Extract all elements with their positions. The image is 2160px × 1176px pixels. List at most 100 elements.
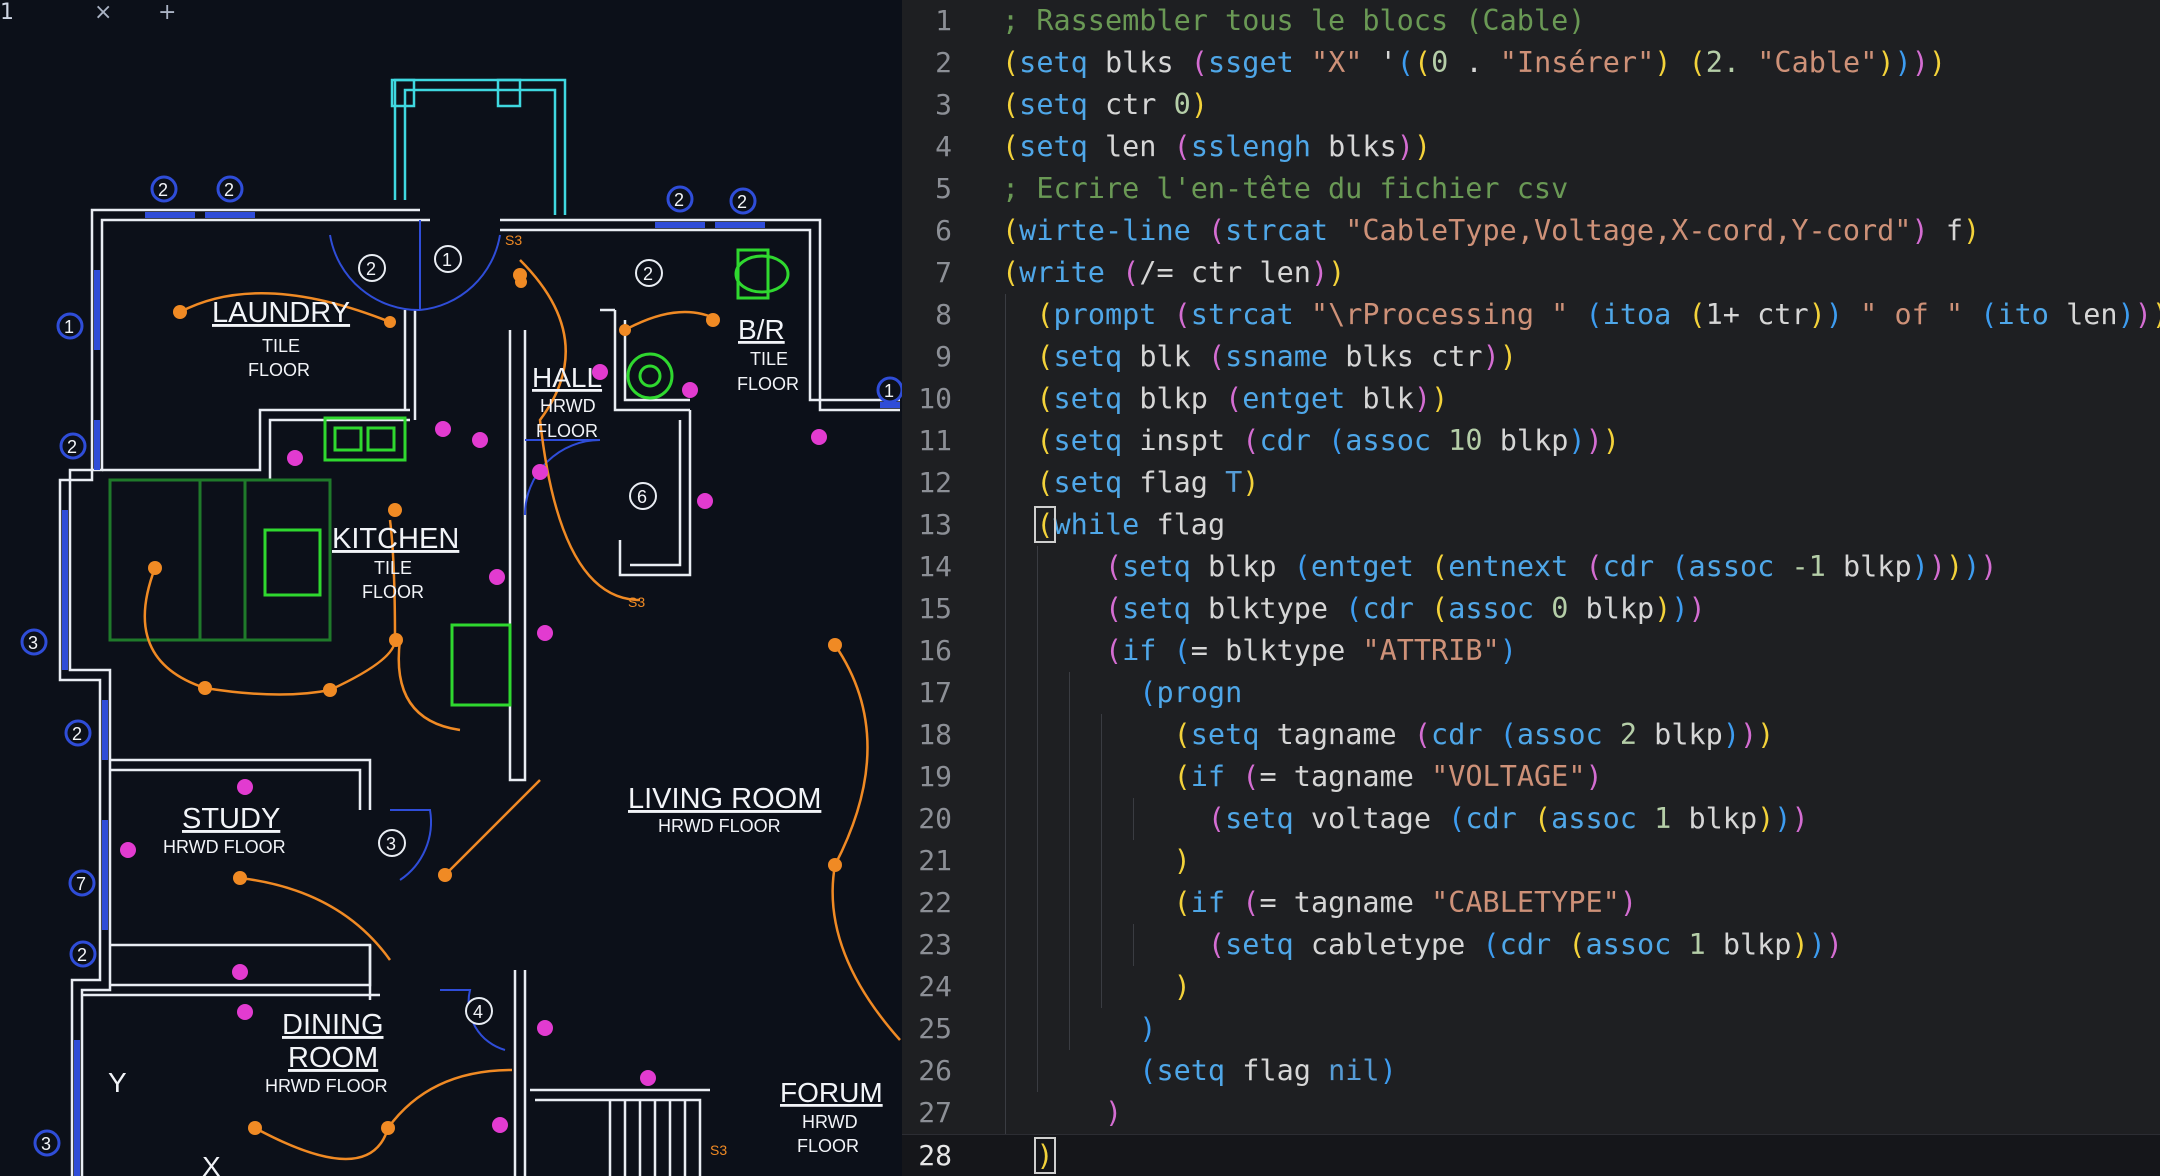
receptacles: [120, 364, 827, 1133]
code-line[interactable]: 15 (setq blktype (cdr (assoc 0 blkp))): [902, 588, 2160, 630]
line-number: 6: [935, 214, 952, 247]
room-floor-label: FLOOR: [362, 582, 424, 602]
door-tag: 3: [386, 834, 396, 854]
code-text[interactable]: ): [1034, 1137, 1056, 1174]
code-text[interactable]: (if (= tagname "CABLETYPE"): [1173, 886, 1637, 919]
code-text[interactable]: ; Rassembler tous le blocs (Cable): [1002, 4, 1586, 37]
code-line[interactable]: 2 (setq blks (ssget "X" '((0 . "Insérer")…: [902, 42, 2160, 84]
code-text[interactable]: (setq blk (ssname blks ctr)): [1036, 340, 1517, 373]
code-line[interactable]: 26 (setq flag nil): [902, 1050, 2160, 1092]
line-number: 26: [918, 1054, 952, 1087]
line-number: 27: [918, 1096, 952, 1129]
code-line[interactable]: 23 (setq cabletype (cdr (assoc 1 blkp))): [902, 924, 2160, 966]
code-line[interactable]: 24 ): [902, 966, 2160, 1008]
code-line[interactable]: 19 (if (= tagname "VOLTAGE"): [902, 756, 2160, 798]
code-line[interactable]: 14 (setq blkp (entget (entnext (cdr (ass…: [902, 546, 2160, 588]
code-text[interactable]: (wirte-line (strcat "CableType,Voltage,X…: [1002, 214, 1981, 247]
line-number: 3: [935, 88, 952, 121]
code-text[interactable]: (setq inspt (cdr (assoc 10 blkp))): [1036, 424, 1620, 457]
code-text[interactable]: ): [1173, 844, 1191, 877]
room-name-laundry: LAUNDRY: [212, 297, 350, 329]
code-text[interactable]: (setq cabletype (cdr (assoc 1 blkp))): [1207, 928, 1843, 961]
code-text[interactable]: ; Ecrire l'en-tête du fichier csv: [1002, 172, 1569, 205]
floor-plan[interactable]: 2 2 2 2 1 2 3 2 7 2 3 1: [0, 0, 902, 1176]
room-floor-label: TILE: [374, 558, 412, 578]
code-editor[interactable]: 1; Rassembler tous le blocs (Cable) 2 (set…: [902, 0, 2160, 1176]
window-tag: 1: [884, 381, 894, 401]
code-text[interactable]: ): [1173, 970, 1191, 1003]
room-floor-label: HRWD: [540, 396, 596, 416]
switch-labels: S3 S3 S3: [505, 232, 727, 1158]
line-number: 7: [935, 256, 952, 289]
code-text[interactable]: (write (/= ctr len)): [1002, 256, 1346, 289]
room-name-forum: FORUM: [780, 1077, 883, 1108]
cad-drawing-pane[interactable]: 1 × +: [0, 0, 902, 1176]
close-tab-icon[interactable]: ×: [94, 0, 113, 25]
fixtures: [108, 248, 790, 707]
line-number: 28: [918, 1139, 952, 1172]
code-line[interactable]: 8 (prompt (strcat "\rProcessing " (itoa …: [902, 294, 2160, 336]
drawing-tab[interactable]: 1: [0, 0, 14, 25]
electrical-wiring: [143, 259, 901, 1161]
new-tab-icon[interactable]: +: [158, 0, 177, 25]
room-floor-label: FLOOR: [737, 374, 799, 394]
code-line[interactable]: 4(setq len (sslengh blks)): [902, 126, 2160, 168]
room-floor-label: TILE: [262, 336, 300, 356]
code-line[interactable]: 9 (setq blk (ssname blks ctr)): [902, 336, 2160, 378]
room-name-kitchen: KITCHEN: [332, 523, 459, 555]
code-text[interactable]: (setq blkp (entget (entnext (cdr (assoc …: [1104, 550, 1998, 583]
code-text[interactable]: (while flag: [1034, 506, 1226, 543]
code-line[interactable]: 25 ): [902, 1008, 2160, 1050]
room-name-dining: DINING: [282, 1009, 384, 1041]
code-line[interactable]: 3 (setq ctr 0): [902, 84, 2160, 126]
code-line[interactable]: 17 (progn: [902, 672, 2160, 714]
window-tag: 2: [72, 724, 82, 744]
code-text[interactable]: (setq blkp (entget blk)): [1036, 382, 1449, 415]
code-line[interactable]: 20 (setq voltage (cdr (assoc 1 blkp))): [902, 798, 2160, 840]
ucs-x-label: X: [202, 1151, 221, 1176]
code-line[interactable]: 21 ): [902, 840, 2160, 882]
code-line[interactable]: 22 (if (= tagname "CABLETYPE"): [902, 882, 2160, 924]
code-line[interactable]: 28 ): [902, 1134, 2160, 1176]
entry-porch: [390, 78, 567, 215]
code-line[interactable]: 1; Rassembler tous le blocs (Cable): [902, 0, 2160, 42]
code-text[interactable]: (setq blks (ssget "X" '((0 . "Insérer") …: [1002, 46, 1947, 79]
room-floor-label: FLOOR: [536, 421, 598, 441]
code-line[interactable]: 6 (wirte-line (strcat "CableType,Voltage,…: [902, 210, 2160, 252]
code-text[interactable]: (setq flag nil): [1139, 1054, 1397, 1087]
room-floor-label: HRWD: [802, 1112, 858, 1132]
walls: [58, 208, 900, 1176]
code-text[interactable]: (setq tagname (cdr (assoc 2 blkp))): [1173, 718, 1775, 751]
code-line[interactable]: 12 (setq flag T): [902, 462, 2160, 504]
code-text[interactable]: (if (= tagname "VOLTAGE"): [1173, 760, 1603, 793]
code-text[interactable]: (setq flag T): [1036, 466, 1260, 499]
code-line[interactable]: 27 ): [902, 1092, 2160, 1134]
code-line[interactable]: 16 (if (= blktype "ATTRIB"): [902, 630, 2160, 672]
code-text[interactable]: (setq voltage (cdr (assoc 1 blkp))): [1207, 802, 1809, 835]
code-text[interactable]: (setq ctr 0): [1002, 88, 1208, 121]
code-text[interactable]: ): [1139, 1012, 1157, 1045]
line-number: 2: [935, 46, 952, 79]
room-name-br: B/R: [738, 314, 785, 345]
line-number: 19: [918, 760, 952, 793]
code-text[interactable]: (if (= blktype "ATTRIB"): [1104, 634, 1517, 667]
code-line[interactable]: 11 (setq inspt (cdr (assoc 10 blkp))): [902, 420, 2160, 462]
window-tag: 2: [737, 192, 747, 212]
window-tag: 2: [674, 190, 684, 210]
code-text[interactable]: ): [1104, 1096, 1123, 1129]
window-tag: 3: [28, 633, 38, 653]
code-line[interactable]: 10 (setq blkp (entget blk)): [902, 378, 2160, 420]
line-number: 16: [918, 634, 952, 667]
code-text[interactable]: (setq blktype (cdr (assoc 0 blkp))): [1104, 592, 1706, 625]
window-tag: 1: [64, 317, 74, 337]
code-line[interactable]: 7 (write (/= ctr len)): [902, 252, 2160, 294]
room-floor-label: HRWD FLOOR: [163, 837, 286, 857]
line-number: 25: [918, 1012, 952, 1045]
code-line[interactable]: 13 (while flag: [902, 504, 2160, 546]
indent-guide: [1037, 546, 1038, 1092]
code-line[interactable]: 18 (setq tagname (cdr (assoc 2 blkp))): [902, 714, 2160, 756]
code-line[interactable]: 5; Ecrire l'en-tête du fichier csv: [902, 168, 2160, 210]
code-text[interactable]: (setq len (sslengh blks)): [1002, 130, 1432, 163]
code-text[interactable]: (progn: [1139, 676, 1243, 709]
code-text[interactable]: (prompt (strcat "\rProcessing " (itoa (1…: [1036, 298, 2160, 331]
